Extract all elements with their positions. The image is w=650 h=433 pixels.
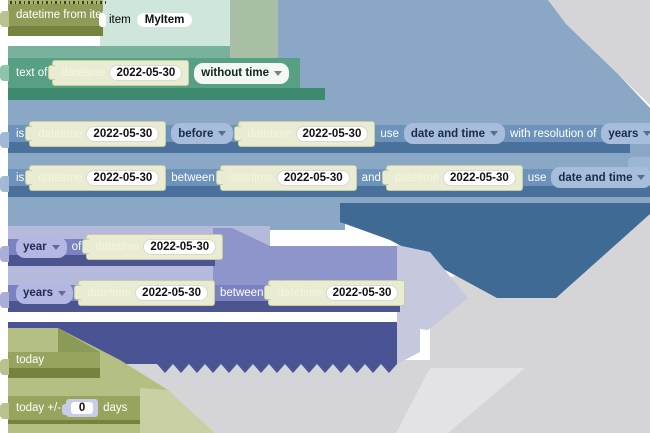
- puzzle-tab: [62, 404, 68, 415]
- chevron-down-icon: [58, 290, 67, 296]
- puzzle-tab: [48, 65, 56, 80]
- dropdown-value: year: [23, 241, 47, 253]
- block-units-between[interactable]: years datetime 2022-05-30 between dateti…: [0, 280, 406, 312]
- block-label: today: [16, 354, 45, 366]
- datetime-label: datetime: [228, 171, 273, 184]
- datetime-input[interactable]: 2022-05-30: [442, 169, 516, 186]
- use-dropdown[interactable]: date and time: [403, 123, 506, 144]
- puzzle-tab: [0, 176, 9, 192]
- item-name-field[interactable]: MyItem: [136, 13, 193, 27]
- puzzle-tab: [0, 132, 9, 148]
- block-is-before[interactable]: is datetime 2022-05-30 before datetime 2…: [0, 120, 650, 153]
- datetime-label: datetime: [95, 241, 140, 253]
- and-label: and: [361, 171, 381, 184]
- puzzle-tab: [0, 11, 9, 27]
- days-offset-input[interactable]: 0: [71, 402, 94, 414]
- chevron-down-icon: [273, 70, 282, 76]
- number-holder: 0: [62, 399, 99, 417]
- puzzle-tab: [0, 246, 9, 262]
- block-corner-decoration: [628, 157, 650, 170]
- puzzle-tab: [0, 359, 9, 375]
- datetime-block[interactable]: datetime 2022-05-30: [48, 60, 190, 86]
- puzzle-tab: [0, 292, 9, 308]
- datetime-block[interactable]: datetime 2022-05-30: [25, 120, 167, 147]
- datetime-block[interactable]: datetime 2022-05-30: [25, 164, 167, 191]
- puzzle-tab: [0, 65, 9, 81]
- datetime-label: datetime: [61, 67, 106, 79]
- datetime-label: datetime: [277, 287, 322, 299]
- block-item-picker[interactable]: item MyItem: [99, 4, 225, 36]
- block-label: text of: [16, 67, 48, 79]
- datetime-input[interactable]: 2022-05-30: [86, 125, 160, 142]
- puzzle-tab: [215, 169, 223, 185]
- between-label: between: [171, 171, 215, 184]
- use-label: use: [527, 171, 547, 184]
- datetime-block[interactable]: datetime 2022-05-30: [264, 280, 406, 306]
- datetime-label: datetime: [87, 287, 132, 299]
- block-text-of[interactable]: text of datetime 2022-05-30 without time: [0, 58, 300, 88]
- background-region-gray-top: [548, 0, 650, 105]
- dropdown-value: years: [23, 287, 54, 299]
- datetime-block[interactable]: datetime 2022-05-30: [381, 164, 523, 191]
- clipped-block-row[interactable]: [0, 0, 122, 5]
- puzzle-tab: [0, 403, 9, 419]
- datetime-block[interactable]: datetime 2022-05-30: [82, 234, 224, 260]
- use-label: use: [380, 127, 399, 140]
- datetime-label: datetime: [247, 127, 292, 140]
- clipped-text-tops: [10, 1, 106, 4]
- block-label: today +/-: [16, 402, 62, 414]
- puzzle-tab: [381, 169, 389, 185]
- puzzle-tab: [25, 125, 33, 141]
- block-datetime-from-item[interactable]: datetime from item: [0, 4, 111, 36]
- block-unit-of-datetime[interactable]: year of datetime 2022-05-30: [0, 234, 224, 266]
- datetime-block[interactable]: datetime 2022-05-30: [234, 120, 376, 147]
- between-label: between: [220, 287, 264, 299]
- puzzle-tab: [25, 169, 33, 185]
- unit-dropdown[interactable]: years: [16, 282, 74, 304]
- puzzle-tab: [74, 285, 82, 300]
- datetime-label: datetime: [38, 127, 83, 140]
- use-dropdown[interactable]: date and time: [551, 167, 650, 188]
- block-today-offset[interactable]: today +/- 0 days: [0, 396, 140, 424]
- dropdown-value: date and time: [410, 127, 486, 140]
- item-label: item: [109, 14, 131, 26]
- chevron-down-icon: [218, 131, 227, 136]
- days-label: days: [103, 402, 128, 414]
- dropdown-value: before: [178, 127, 214, 140]
- datetime-input[interactable]: 2022-05-30: [325, 285, 399, 301]
- dropdown-value: date and time: [558, 171, 633, 184]
- block-label: is: [16, 171, 25, 184]
- dropdown-value: years: [608, 127, 639, 140]
- chevron-down-icon: [643, 131, 650, 136]
- resolution-dropdown[interactable]: years: [601, 123, 650, 144]
- datetime-input[interactable]: 2022-05-30: [135, 285, 208, 301]
- puzzle-connector: [99, 13, 106, 27]
- dropdown-value: without time: [201, 67, 269, 79]
- resolution-label: with resolution of: [510, 127, 597, 140]
- datetime-input[interactable]: 2022-05-30: [86, 169, 160, 186]
- datetime-label: datetime: [38, 171, 83, 184]
- chevron-down-icon: [51, 244, 60, 250]
- of-label: of: [71, 241, 82, 253]
- chevron-down-icon: [637, 175, 646, 180]
- comparator-dropdown[interactable]: before: [171, 123, 234, 144]
- datetime-block[interactable]: datetime 2022-05-30: [215, 164, 357, 191]
- datetime-input[interactable]: 2022-05-30: [109, 65, 183, 81]
- background-region-funnel: [340, 203, 650, 298]
- puzzle-tab: [264, 285, 272, 300]
- datetime-input[interactable]: 2022-05-30: [295, 125, 369, 142]
- block-label: datetime from item: [16, 9, 112, 21]
- puzzle-tab: [234, 125, 242, 141]
- block-label: is: [16, 127, 25, 140]
- datetime-input[interactable]: 2022-05-30: [143, 239, 217, 255]
- format-dropdown[interactable]: without time: [194, 62, 289, 84]
- block-today[interactable]: today: [0, 352, 100, 378]
- chevron-down-icon: [490, 131, 499, 136]
- datetime-label: datetime: [394, 171, 439, 184]
- block-is-between[interactable]: is datetime 2022-05-30 between datetime …: [0, 164, 650, 197]
- datetime-input[interactable]: 2022-05-30: [276, 169, 350, 186]
- unit-dropdown[interactable]: year: [16, 236, 67, 258]
- puzzle-tab: [82, 239, 90, 254]
- datetime-block[interactable]: datetime 2022-05-30: [74, 280, 215, 306]
